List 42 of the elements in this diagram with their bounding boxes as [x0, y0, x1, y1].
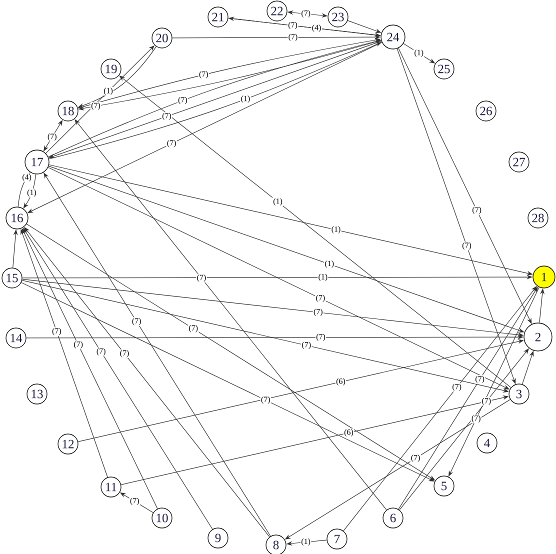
edge-label: (7) — [312, 308, 324, 317]
edge-label: (7) — [131, 317, 142, 326]
edge-label: (4) — [311, 24, 322, 33]
edge-label: (7) — [188, 324, 199, 333]
edge-label: (1) — [324, 260, 335, 268]
edge-label: (7) — [481, 397, 492, 406]
edge-label: (7) — [96, 348, 106, 356]
edge-label: (7) — [474, 375, 486, 384]
edge-label: (7) — [470, 414, 482, 424]
edge-label: (7) — [161, 112, 172, 121]
edge-label: (7) — [90, 102, 102, 110]
edge-label: (1) — [26, 188, 38, 198]
edge-label: (1) — [300, 538, 312, 546]
edge-label: (7) — [461, 242, 472, 250]
edge-label: (7) — [46, 132, 58, 142]
edge-label: (7) — [452, 383, 462, 392]
edge-label: (7) — [288, 33, 298, 42]
edge-label: (4) — [21, 173, 32, 182]
edge-label: (7) — [301, 341, 312, 350]
edge-label: (7) — [177, 96, 188, 105]
edge-label: (7) — [129, 497, 140, 506]
edge-label: (7) — [410, 454, 421, 463]
edge-label: (7) — [471, 206, 482, 215]
edge-label: (6) — [343, 428, 354, 438]
edge-label: (7) — [300, 10, 312, 18]
edge-label: (1) — [330, 226, 342, 234]
edge-label: (7) — [287, 21, 298, 30]
edge-label: (7) — [260, 396, 271, 404]
edge-label: (1) — [240, 94, 251, 104]
edge-label: (7) — [315, 333, 326, 342]
edge-label: (1) — [272, 198, 284, 206]
edge-label: (1) — [318, 273, 328, 282]
edge-label: (6) — [335, 378, 346, 386]
edge-label: (7) — [196, 274, 207, 282]
edge-label: (7) — [198, 70, 209, 80]
edge-label: (1) — [102, 87, 114, 96]
edge-label: (7) — [51, 327, 62, 336]
edge-label: (7) — [119, 349, 130, 358]
edge-label: (7) — [166, 139, 177, 148]
edge-label: (7) — [73, 340, 84, 350]
edge-label: (7) — [315, 294, 326, 303]
edge-label: (1) — [414, 48, 424, 58]
